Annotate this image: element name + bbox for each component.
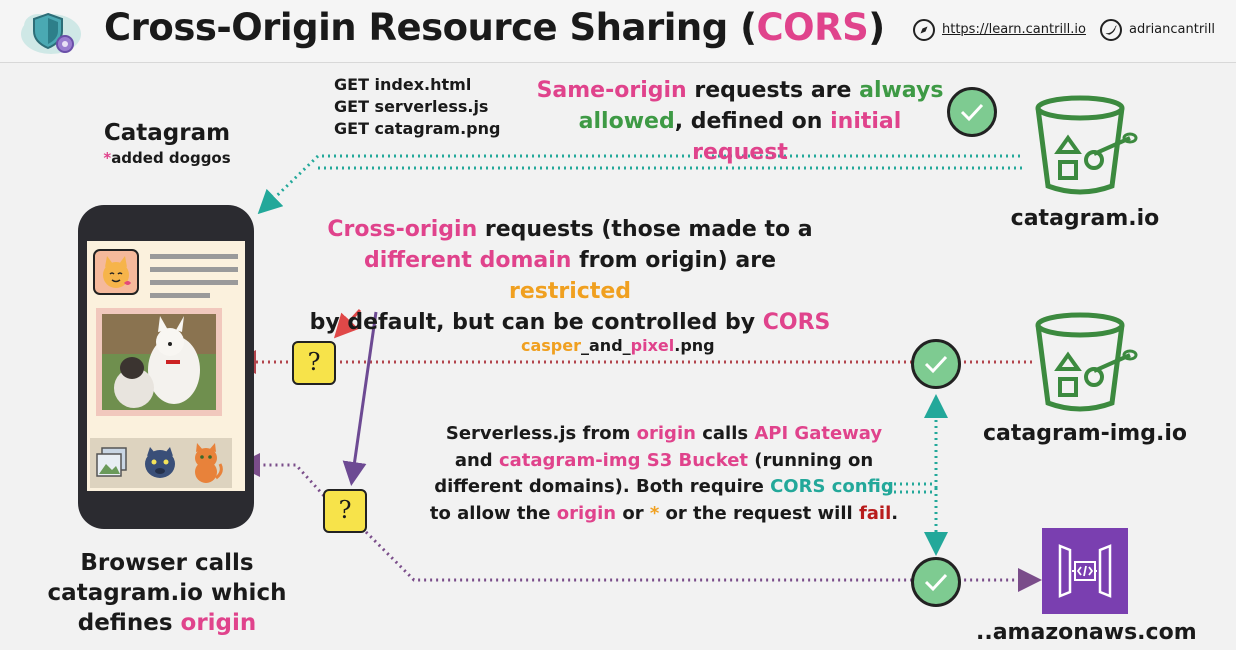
twitter-handle[interactable]: adriancantrill: [1129, 22, 1216, 37]
text-line: [150, 267, 238, 272]
cross-origin-pointer-arrows: [333, 308, 378, 486]
cors-config-arrows: [888, 394, 948, 556]
panther-icon: [145, 447, 175, 478]
cat-avatar-icon: [93, 249, 139, 295]
host-catagram-img: catagram-img.io: [983, 421, 1187, 446]
allowed-check-icon: [947, 87, 997, 137]
serverless-arrows: [236, 453, 1042, 592]
image-request-label: casper_and_pixel.png: [521, 336, 715, 355]
cloud-shield-logo-icon: [21, 12, 81, 54]
question-mark-icon: ?: [323, 489, 367, 533]
phone-device: [78, 205, 254, 529]
same-origin-text: Same-origin requests are always allowed,…: [536, 78, 944, 165]
s3-bucket-icon: [1035, 312, 1138, 412]
s3-bucket-icon: [1035, 95, 1138, 195]
photo-gallery-icon: [96, 447, 127, 477]
cross-origin-text: Cross-origin requests (those made to a d…: [309, 217, 831, 335]
app-label: Catagram *added doggos: [60, 120, 274, 167]
text-line: [150, 293, 210, 298]
serverless-explanation: Serverless.js from origin calls API Gate…: [429, 423, 899, 524]
twitter-icon: [1100, 19, 1122, 41]
phone-screen: [87, 241, 245, 491]
app-name: Catagram: [103, 120, 231, 146]
icon-tray: [90, 438, 232, 488]
app-note: *added doggos: [103, 149, 231, 167]
same-origin-arrows: [257, 154, 1026, 215]
api-gateway-icon: [1042, 528, 1128, 614]
cors-allowed-check-icon: [911, 557, 961, 607]
text-line: [150, 280, 238, 285]
page-title: Cross-Origin Resource Sharing (CORS): [104, 6, 885, 49]
cors-allowed-check-icon: [911, 339, 961, 389]
compass-icon: [913, 19, 935, 41]
request-list: GET index.html GET serverless.js GET cat…: [334, 75, 501, 138]
browser-caption: Browser calls catagram.io which defines …: [47, 550, 287, 636]
header-bar: [0, 0, 1236, 63]
question-mark-icon: ?: [292, 341, 336, 385]
ginger-cat-icon: [195, 443, 223, 483]
text-line: [150, 254, 238, 259]
dog-photo: [96, 308, 222, 416]
host-amazonaws: ..amazonaws.com: [976, 620, 1197, 645]
host-catagram: catagram.io: [1010, 206, 1160, 231]
website-link[interactable]: https://learn.cantrill.io: [942, 22, 1086, 37]
